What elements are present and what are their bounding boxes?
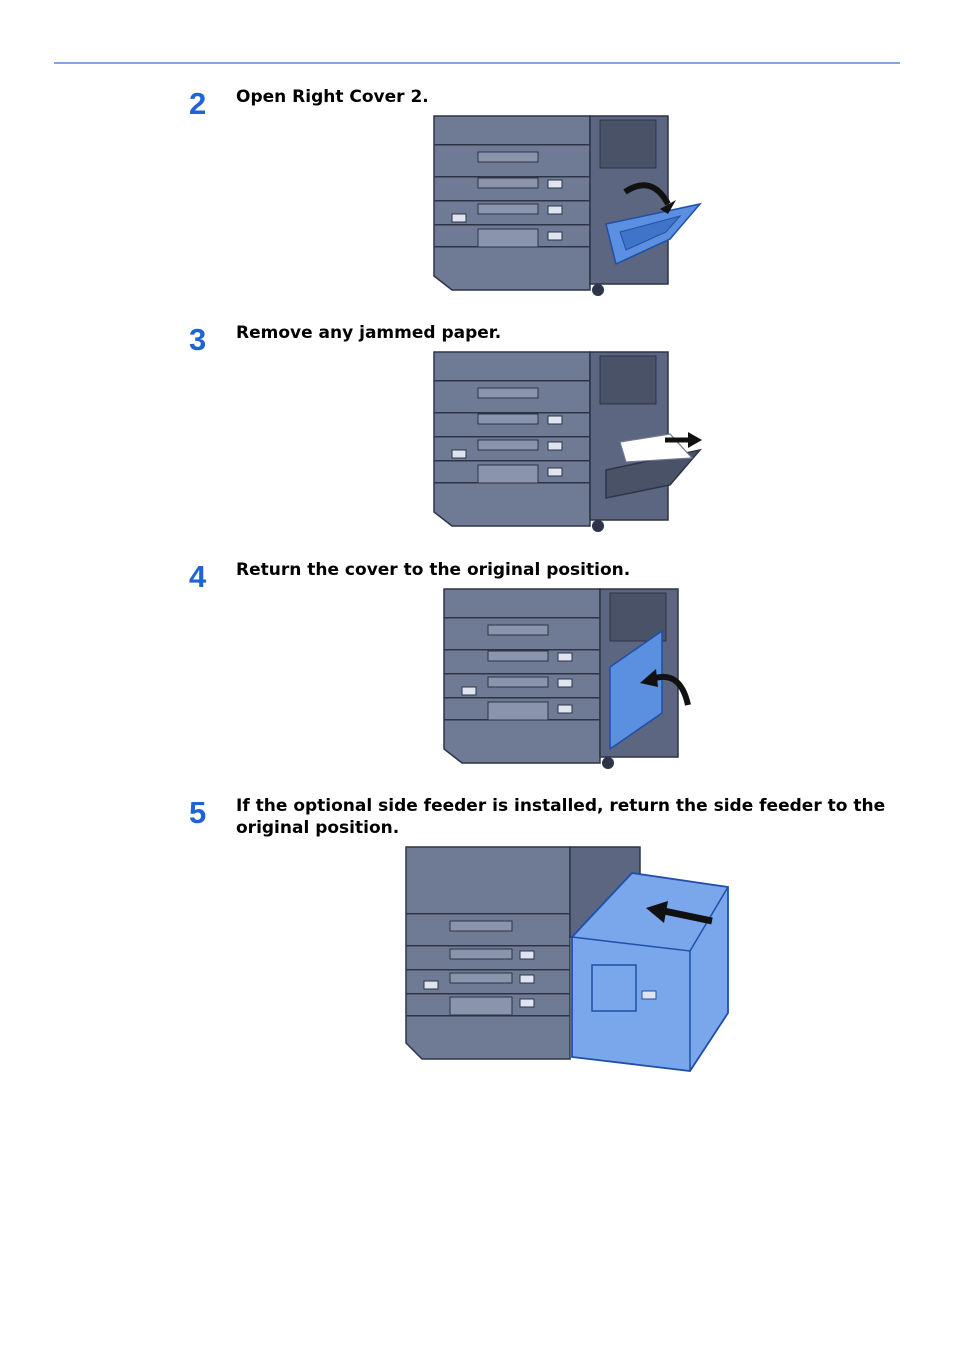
machine-illustration bbox=[433, 115, 669, 296]
step-2-number: 2 bbox=[189, 86, 207, 121]
step-2-text: Open Right Cover 2. bbox=[236, 87, 429, 107]
push-arrow-icon bbox=[663, 907, 713, 925]
step-3-text: Remove any jammed paper. bbox=[236, 323, 502, 343]
step-2-illustration bbox=[433, 115, 703, 296]
step-5-illustration bbox=[405, 846, 729, 1072]
rotate-arrow-icon bbox=[623, 182, 671, 206]
step-4-number: 4 bbox=[189, 559, 207, 594]
machine-illustration bbox=[405, 846, 641, 1060]
step-5-number: 5 bbox=[189, 795, 207, 830]
header-rule bbox=[54, 62, 900, 64]
step-4-illustration bbox=[443, 588, 691, 769]
step-4-text: Return the cover to the original positio… bbox=[236, 560, 631, 580]
step-3-number: 3 bbox=[189, 322, 207, 357]
step-5-text: If the optional side feeder is installed… bbox=[236, 796, 886, 838]
step-3-illustration bbox=[433, 351, 703, 532]
